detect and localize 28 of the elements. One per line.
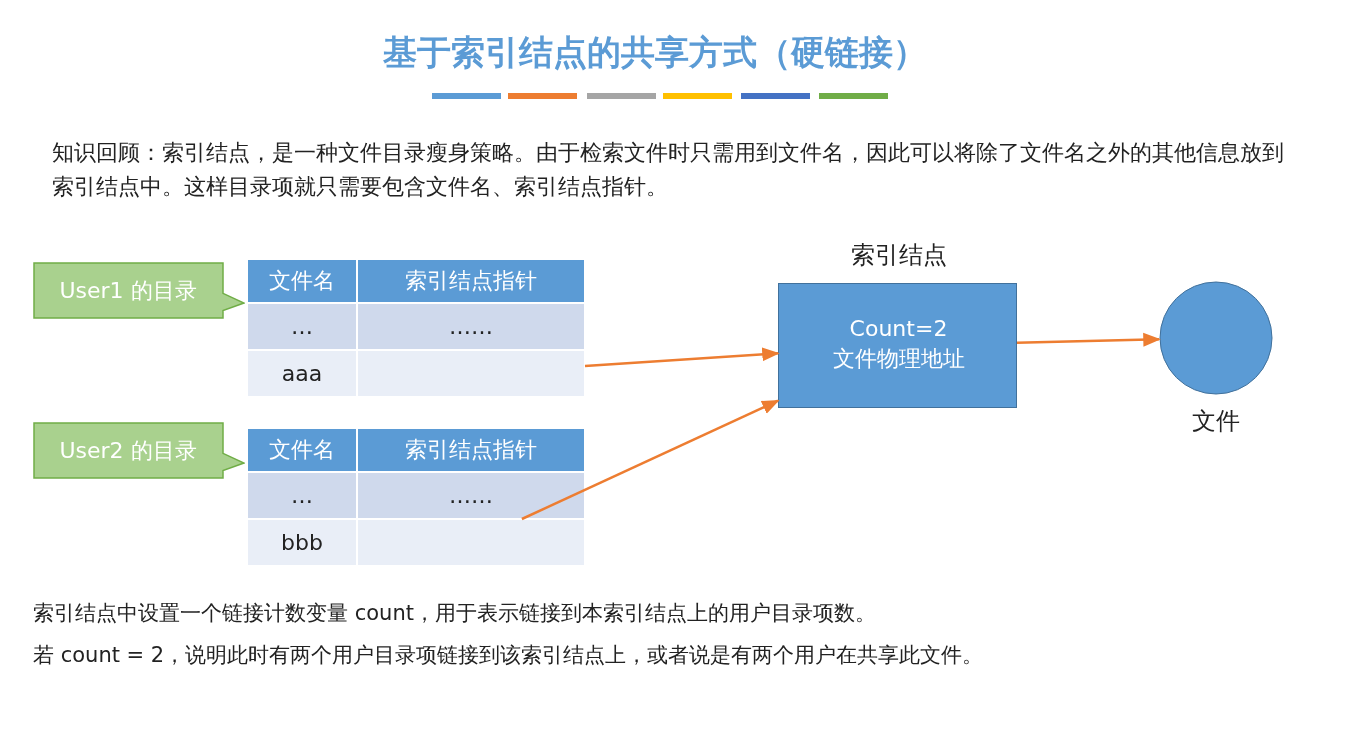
pointer-cell	[357, 350, 585, 397]
arrow	[1016, 332, 1161, 347]
node-text: Count=2	[848, 315, 949, 343]
arrow	[584, 347, 780, 368]
table-header-cell: 文件名	[247, 259, 357, 303]
node-caption: 文件	[1191, 406, 1241, 437]
node-text: 文件物理地址	[831, 345, 966, 373]
callout-text: User2 的目录	[58, 436, 198, 465]
table-cell: …	[247, 303, 357, 350]
table-header-cell: 索引结点指针	[357, 428, 585, 472]
table-header-cell: 索引结点指针	[357, 259, 585, 303]
title: 基于索引结点的共享方式（硬链接）	[382, 31, 928, 74]
index-node-heading: 索引结点	[849, 240, 948, 271]
callout-bubble	[33, 262, 245, 319]
callout-text: User1 的目录	[58, 276, 198, 305]
pointer-cell	[357, 519, 585, 566]
arrow	[521, 399, 780, 521]
table-cell: aaa	[247, 350, 357, 397]
file-circle	[1159, 281, 1273, 395]
table-header-cell: 文件名	[247, 428, 357, 472]
table-cell: ……	[357, 303, 585, 350]
table-cell: bbb	[247, 519, 357, 566]
table-cell: ……	[357, 472, 585, 519]
callout-bubble	[33, 422, 245, 479]
table-cell: …	[247, 472, 357, 519]
review-paragraph: 知识回顾：索引结点，是一种文件目录瘦身策略。由于检索文件时只需用到文件名，因此可以将除了文件名之外的其他信息放到索引结点中。这样目录项就只需要包含文件名、索引结点指针。	[52, 139, 1285, 201]
note-text: 若 count = 2，说明此时有两个用户目录项链接到该索引结点上，或者说是有两个用户在共享此文件。	[33, 642, 985, 669]
note-text: 索引结点中设置一个链接计数变量 count，用于表示链接到本索引结点上的用户目录项数。	[33, 600, 877, 627]
